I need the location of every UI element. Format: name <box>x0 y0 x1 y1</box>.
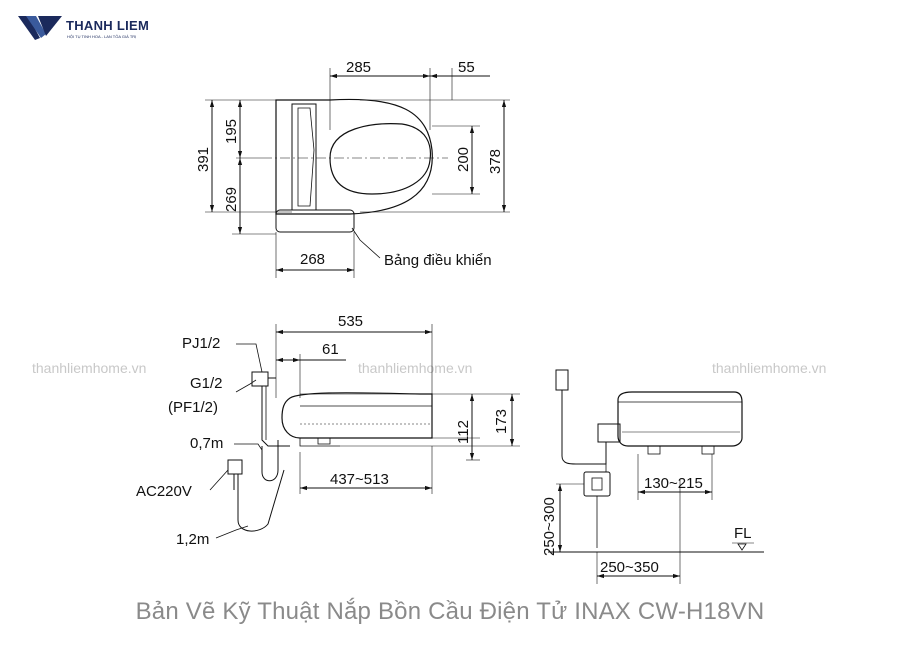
dim-378: 378 <box>487 149 504 174</box>
label-g: G1/2 <box>190 375 223 392</box>
watermark-left: thanhliemhome.vn <box>32 360 147 376</box>
watermark-right: thanhliemhome.vn <box>712 360 827 376</box>
power-cord <box>237 469 285 532</box>
dim-285: 285 <box>346 59 371 76</box>
dim-130-215: 130~215 <box>644 475 703 492</box>
label-power: AC220V <box>136 483 192 500</box>
rear-supply-valve <box>555 369 569 391</box>
wall-outlet <box>583 471 611 497</box>
rear-connector <box>597 423 621 443</box>
dim-250-350: 250~350 <box>600 559 659 576</box>
seat-opening <box>329 123 432 195</box>
dim-173: 173 <box>493 409 510 434</box>
brand-logo: THANH LIEM HỘI TỤ TINH HOA - LAN TỎA GIÁ… <box>18 14 168 46</box>
seat-body <box>281 392 433 439</box>
dim-112: 112 <box>455 420 472 444</box>
label-fl: FL <box>734 525 752 542</box>
label-pj: PJ1/2 <box>182 335 220 352</box>
drawing-caption: Bản Vẽ Kỹ Thuật Nắp Bồn Cầu Điện Tử INAX… <box>135 598 765 625</box>
supply-valve <box>251 371 269 387</box>
label-pf: (PF1/2) <box>168 399 218 416</box>
dim-195: 195 <box>223 119 240 144</box>
dim-535: 535 <box>338 313 363 330</box>
rear-seat-body <box>617 391 743 447</box>
power-plug <box>227 459 243 475</box>
dim-391: 391 <box>195 147 212 172</box>
logo-tagline: HỘI TỤ TINH HOA - LAN TỎA GIÁ TRỊ <box>67 34 137 39</box>
top-view <box>205 68 510 278</box>
dim-269: 269 <box>223 187 240 212</box>
dim-268: 268 <box>300 251 325 268</box>
label-hose-length: 0,7m <box>190 435 223 452</box>
dim-200: 200 <box>455 147 472 172</box>
dim-250-300: 250~300 <box>541 497 558 556</box>
logo-name: THANH LIEM <box>66 18 150 33</box>
supply-hose <box>261 440 279 482</box>
seat-outline <box>275 98 433 215</box>
dim-61: 61 <box>322 341 339 358</box>
dim-55: 55 <box>458 59 475 76</box>
side-view <box>209 324 520 539</box>
rear-view <box>548 369 764 584</box>
label-cord-length: 1,2m <box>176 531 209 548</box>
logo-mark-icon <box>18 16 62 40</box>
dim-437-513: 437~513 <box>330 471 389 488</box>
watermark-center: thanhliemhome.vn <box>358 360 473 376</box>
base-plate <box>275 209 355 233</box>
control-panel-label: Bảng điều khiển <box>384 252 492 269</box>
seat-hinge-block <box>291 103 317 211</box>
